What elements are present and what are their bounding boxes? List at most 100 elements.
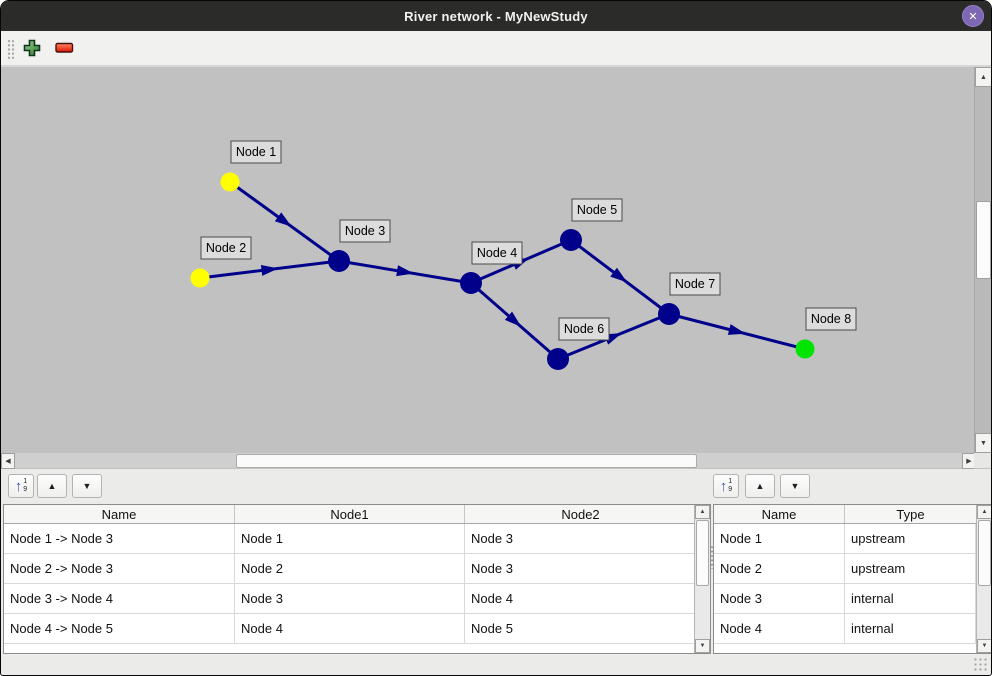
scroll-up-icon: ▲ <box>981 509 988 515</box>
table-cell[interactable]: Node 4 <box>714 614 845 643</box>
table-splitter-handle[interactable] <box>710 545 715 569</box>
table-row-partial <box>4 644 710 653</box>
column-header[interactable]: Name <box>714 505 845 523</box>
node-node-8[interactable] <box>795 339 815 359</box>
edge-arrow-icon <box>610 267 628 283</box>
table-cell[interactable]: Node 3 <box>235 584 465 613</box>
node-label: Node 3 <box>339 219 391 243</box>
column-header[interactable]: Type <box>896 506 925 522</box>
links-move-down-button[interactable]: ▼ <box>72 474 102 498</box>
svg-text:Node 2: Node 2 <box>206 241 246 255</box>
window-title: River network - MyNewStudy <box>404 8 588 24</box>
scroll-down-button[interactable]: ▼ <box>695 639 710 653</box>
nodes-move-up-button[interactable]: ▲ <box>745 474 775 498</box>
links-table-vscrollbar[interactable]: ▲ ▼ <box>694 505 710 653</box>
links-move-up-button[interactable]: ▲ <box>37 474 67 498</box>
nodes-move-down-button[interactable]: ▼ <box>780 474 810 498</box>
node-node-4[interactable] <box>460 272 482 294</box>
table-cell[interactable]: Node 3 <box>465 554 696 583</box>
table-cell[interactable]: Node 2 -> Node 3 <box>4 554 235 583</box>
scroll-up-icon: ▲ <box>699 509 706 515</box>
close-button[interactable]: ✕ <box>962 5 984 27</box>
hscroll-thumb[interactable] <box>236 454 697 468</box>
table-cell[interactable]: Node 1 -> Node 3 <box>4 524 235 553</box>
toolbar-drag-handle[interactable] <box>7 39 15 60</box>
table-cell[interactable]: Node 1 <box>235 524 465 553</box>
nodes-table-vscrollbar[interactable]: ▲ ▼ <box>976 505 991 653</box>
node-node-1[interactable] <box>220 172 240 192</box>
scroll-up-button[interactable]: ▲ <box>977 505 991 519</box>
table-cell[interactable]: internal <box>845 614 976 643</box>
scroll-down-button[interactable]: ▼ <box>977 639 991 653</box>
scroll-down-button[interactable]: ▼ <box>975 433 991 453</box>
table-cell[interactable]: Node 1 <box>714 524 845 553</box>
table-cell[interactable]: Node 3 -> Node 4 <box>4 584 235 613</box>
canvas-vscrollbar[interactable]: ▲ ▼ <box>974 67 991 453</box>
edge-arrow-icon <box>396 265 414 277</box>
remove-node-button[interactable] <box>51 36 77 62</box>
table-cell[interactable]: Node 5 <box>465 614 696 643</box>
up-triangle-icon: ▲ <box>755 481 765 491</box>
table-cell[interactable]: Node 3 <box>714 584 845 613</box>
close-icon: ✕ <box>968 10 978 23</box>
column-header[interactable]: Node1 <box>235 505 465 523</box>
table-cell[interactable]: Node 4 -> Node 5 <box>4 614 235 643</box>
node-node-3[interactable] <box>328 250 350 272</box>
scroll-up-button[interactable]: ▲ <box>975 67 991 87</box>
scroll-up-button[interactable]: ▲ <box>695 505 710 519</box>
vscroll-thumb[interactable] <box>976 201 991 279</box>
window-resize-grip[interactable] <box>974 658 988 672</box>
table-cell[interactable]: internal <box>845 584 976 613</box>
edge-arrow-icon <box>727 324 746 335</box>
table-cell[interactable]: Node 4 <box>235 614 465 643</box>
table-cell[interactable]: Node 3 <box>465 524 696 553</box>
canvas-hscrollbar[interactable]: ◀ ▶ <box>1 453 976 469</box>
column-header[interactable]: Name <box>4 505 235 523</box>
vscroll-thumb[interactable] <box>696 520 709 586</box>
node-node-2[interactable] <box>190 268 210 288</box>
down-triangle-icon: ▼ <box>790 481 800 491</box>
node-node-7[interactable] <box>658 303 680 325</box>
up-triangle-icon: ▲ <box>47 481 57 491</box>
title-bar[interactable]: River network - MyNewStudy ✕ <box>1 1 991 31</box>
vscroll-thumb[interactable] <box>978 520 991 586</box>
table-cell[interactable]: Node 4 <box>465 584 696 613</box>
node-label: Node 8 <box>805 307 857 331</box>
scroll-up-icon: ▲ <box>980 73 987 81</box>
toolbar <box>1 31 991 67</box>
column-header[interactable]: Node2 <box>561 506 600 522</box>
table-row-partial <box>714 644 991 653</box>
table-cell[interactable]: upstream <box>845 554 976 583</box>
scroll-left-button[interactable]: ◀ <box>1 453 15 469</box>
table-cell[interactable]: Node 2 <box>235 554 465 583</box>
scrollbar-corner <box>974 453 991 469</box>
svg-text:Node 7: Node 7 <box>675 277 715 291</box>
svg-text:Node 6: Node 6 <box>564 322 604 336</box>
table-cell[interactable]: Node 2 <box>714 554 845 583</box>
table-cell[interactable]: upstream <box>845 524 976 553</box>
add-node-button[interactable] <box>19 36 45 62</box>
node-node-5[interactable] <box>560 229 582 251</box>
scroll-right-button[interactable]: ▶ <box>962 453 976 469</box>
node-node-6[interactable] <box>547 348 569 370</box>
node-label: Node 7 <box>669 272 721 296</box>
scroll-down-icon: ▼ <box>981 643 988 649</box>
